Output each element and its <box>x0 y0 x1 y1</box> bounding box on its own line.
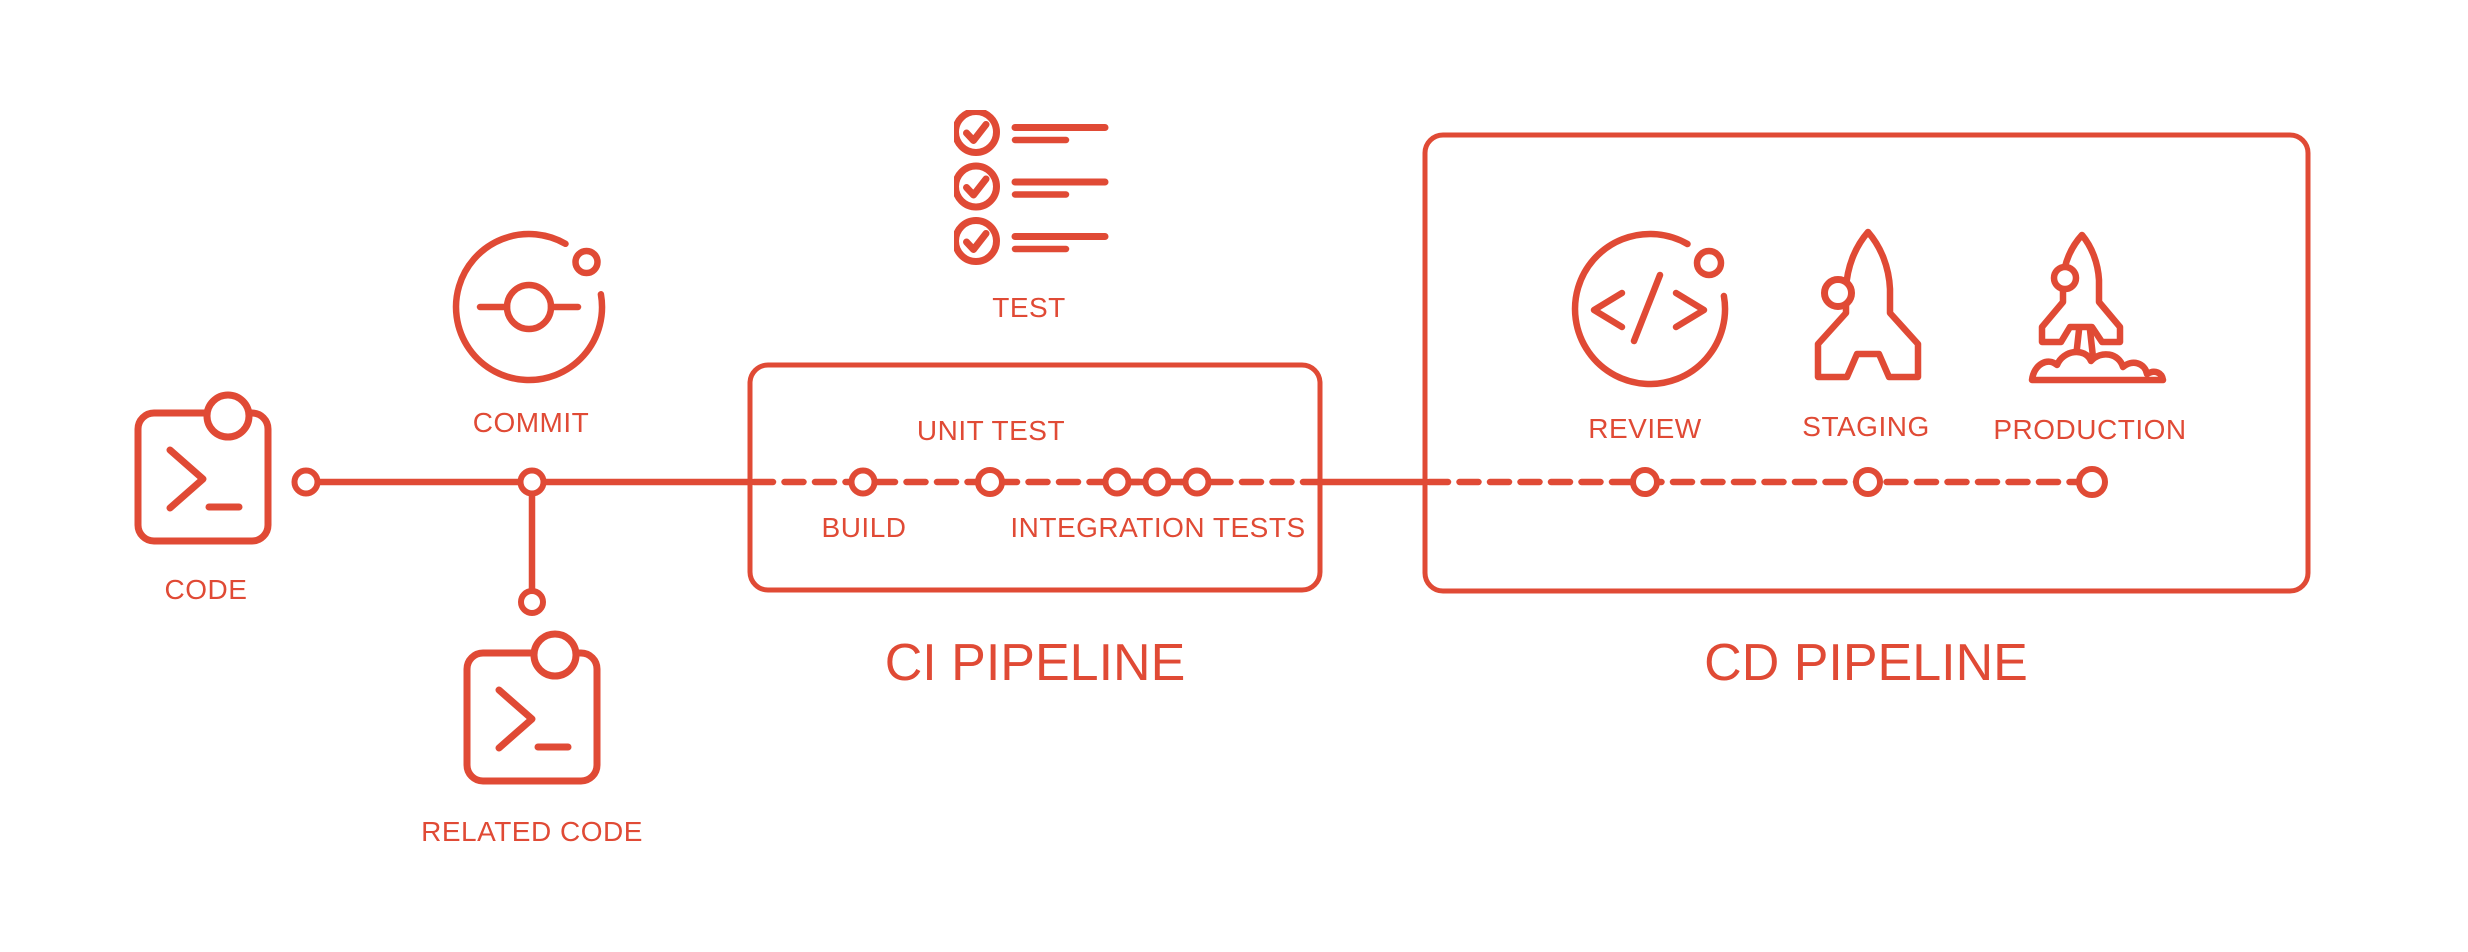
review-stage-label: REVIEW <box>1588 413 1702 444</box>
flow-node-commit <box>517 467 547 497</box>
production-stage-label: PRODUCTION <box>1993 414 2187 445</box>
ci-pipeline-title: CI PIPELINE <box>884 634 1186 692</box>
rocket-launch-icon <box>2028 231 2167 384</box>
code-review-icon <box>1571 230 1729 388</box>
git-commit-icon <box>452 230 606 384</box>
cd-pipeline-box <box>1422 132 2311 594</box>
commit-label: COMMIT <box>472 407 590 438</box>
terminal-icon <box>134 391 272 545</box>
flow-node-related <box>518 588 546 616</box>
rocket-icon <box>1814 228 1922 381</box>
integration-tests-stage-label: INTEGRATION TESTS <box>1010 512 1306 543</box>
build-stage-label: BUILD <box>821 512 907 543</box>
flow-node-integration-1 <box>1102 467 1132 497</box>
flow-node-code <box>291 467 321 497</box>
flow-node-integration-3 <box>1182 467 1212 497</box>
flow-node-unit-test <box>975 467 1005 497</box>
flow-node-production <box>2076 466 2108 498</box>
staging-stage-label: STAGING <box>1802 411 1930 442</box>
terminal-icon <box>463 630 601 785</box>
flow-node-staging <box>1853 467 1883 497</box>
code-label: CODE <box>164 574 248 605</box>
flow-node-review <box>1630 467 1660 497</box>
unit-test-stage-label: UNIT TEST <box>916 415 1066 446</box>
checklist-icon <box>954 110 1109 265</box>
ci-pipeline-box <box>747 362 1323 593</box>
related-code-label: RELATED CODE <box>421 816 643 847</box>
test-label: TEST <box>992 292 1066 323</box>
cd-pipeline-title: CD PIPELINE <box>1704 634 2028 692</box>
flow-node-build <box>848 467 878 497</box>
flow-node-integration-2 <box>1142 467 1172 497</box>
